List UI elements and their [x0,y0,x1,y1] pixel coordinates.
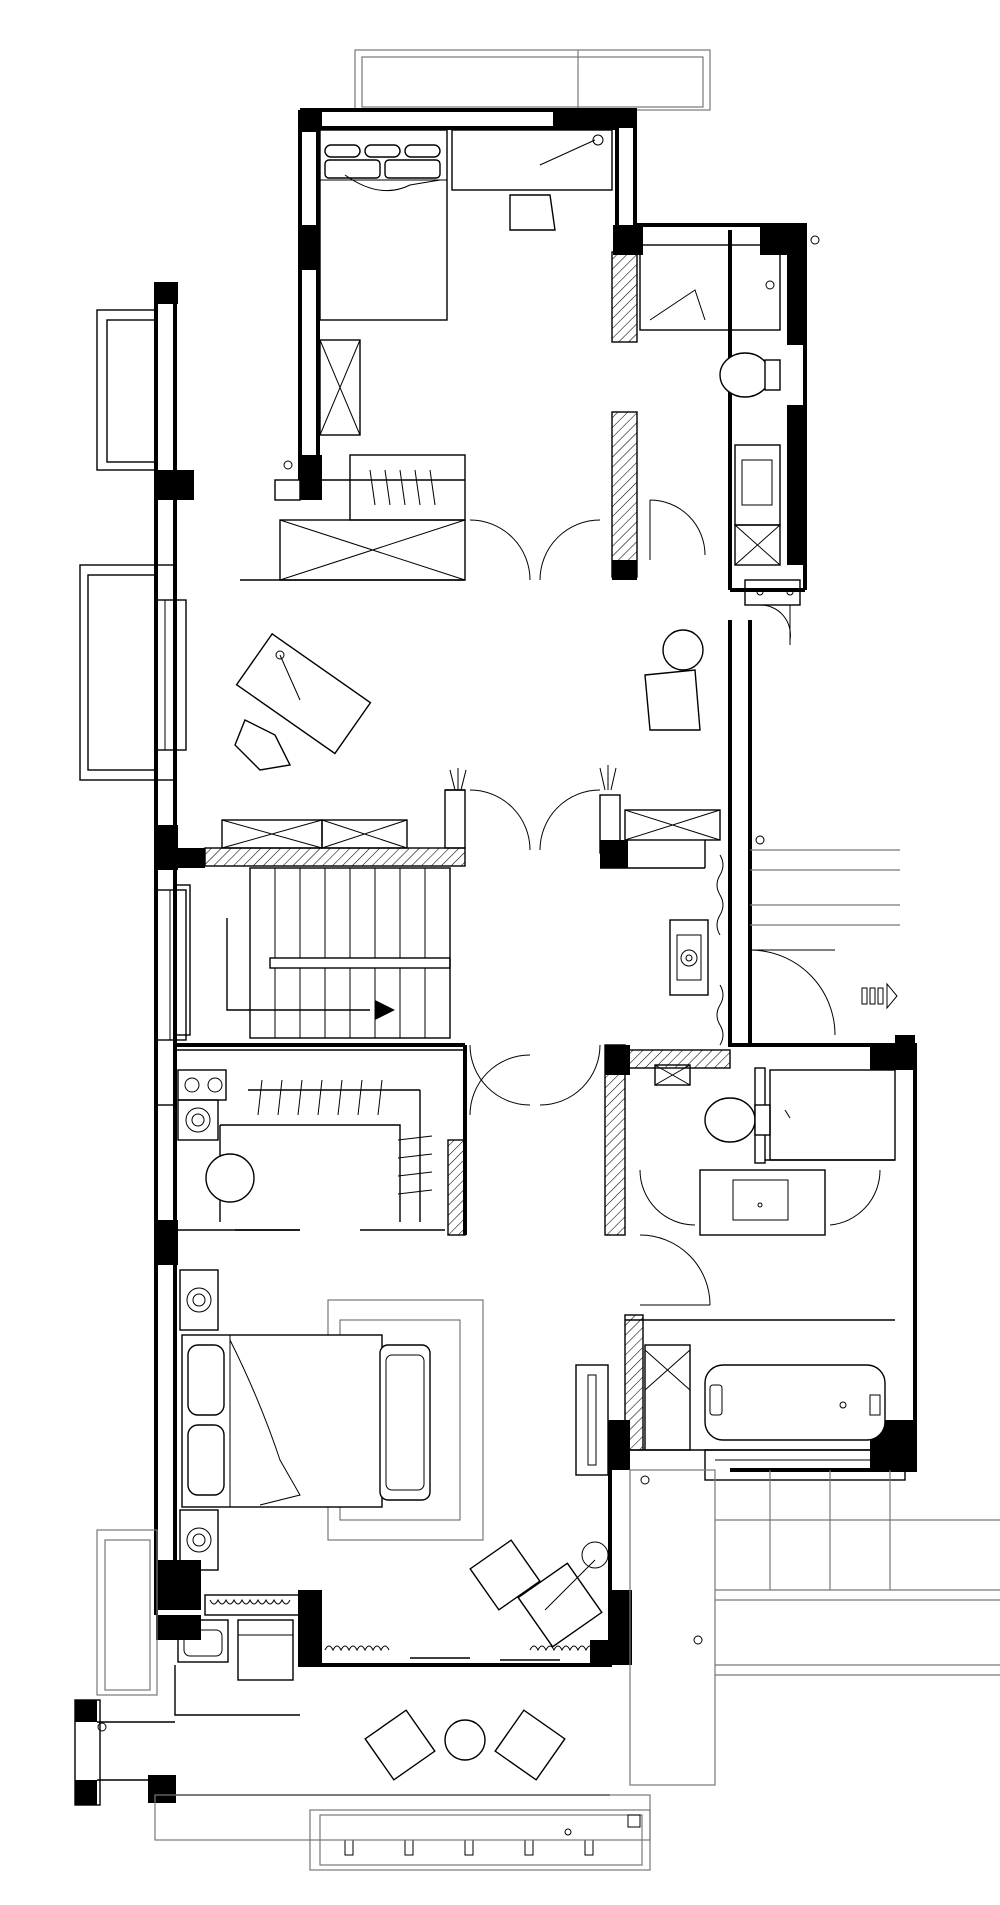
nightstand [179,1509,219,1571]
tv-stand [575,1364,609,1476]
walk-in-closet [177,1069,445,1231]
door-swing [649,499,706,556]
shower [769,1069,896,1161]
pillow [187,1424,225,1496]
toilet [704,1097,756,1143]
laundry-sink [177,1619,229,1663]
top-bedroom [240,129,613,581]
desk-lamp [279,654,301,701]
terrace-chair [364,1709,436,1781]
desk-lamp [539,139,596,166]
pillow [324,144,361,158]
living-area [221,519,721,851]
side-table [662,629,704,671]
armchair [517,1562,603,1648]
left-balconies [79,309,176,1696]
top-bathroom [639,244,801,645]
chair [509,194,556,231]
washing-machine [237,1619,294,1681]
pillow [364,144,401,158]
pillow [187,1344,225,1416]
toilet [719,352,771,398]
top-balcony [354,49,711,111]
plant-icon [449,765,617,791]
pillow [404,144,441,158]
chair [234,719,292,771]
ottoman [205,1153,255,1203]
desk [451,129,613,191]
shower-door [649,289,706,321]
shower [639,244,781,331]
terrace-table [444,1719,486,1761]
bottom-terrace [74,1469,1000,1871]
bottom-bedroom [177,1269,609,1681]
entry-hall [283,235,900,1046]
bench [379,1344,431,1501]
armchair [469,1539,541,1611]
nightstand [179,1269,219,1331]
study-desk [235,632,372,755]
entry-arrow-icon [861,982,898,1010]
bottom-bathroom [639,1064,906,1481]
bed [319,129,448,321]
vanity [699,1169,826,1236]
interior-walls [160,251,915,1451]
tv-cabinet [319,339,361,436]
wash-basin [669,919,709,996]
bathtub [704,1364,886,1441]
outer-walls [154,108,917,1667]
staircase [175,867,601,1116]
arrow-right-icon [375,1000,395,1020]
terrace-chair [494,1709,566,1781]
armchair [644,669,701,731]
